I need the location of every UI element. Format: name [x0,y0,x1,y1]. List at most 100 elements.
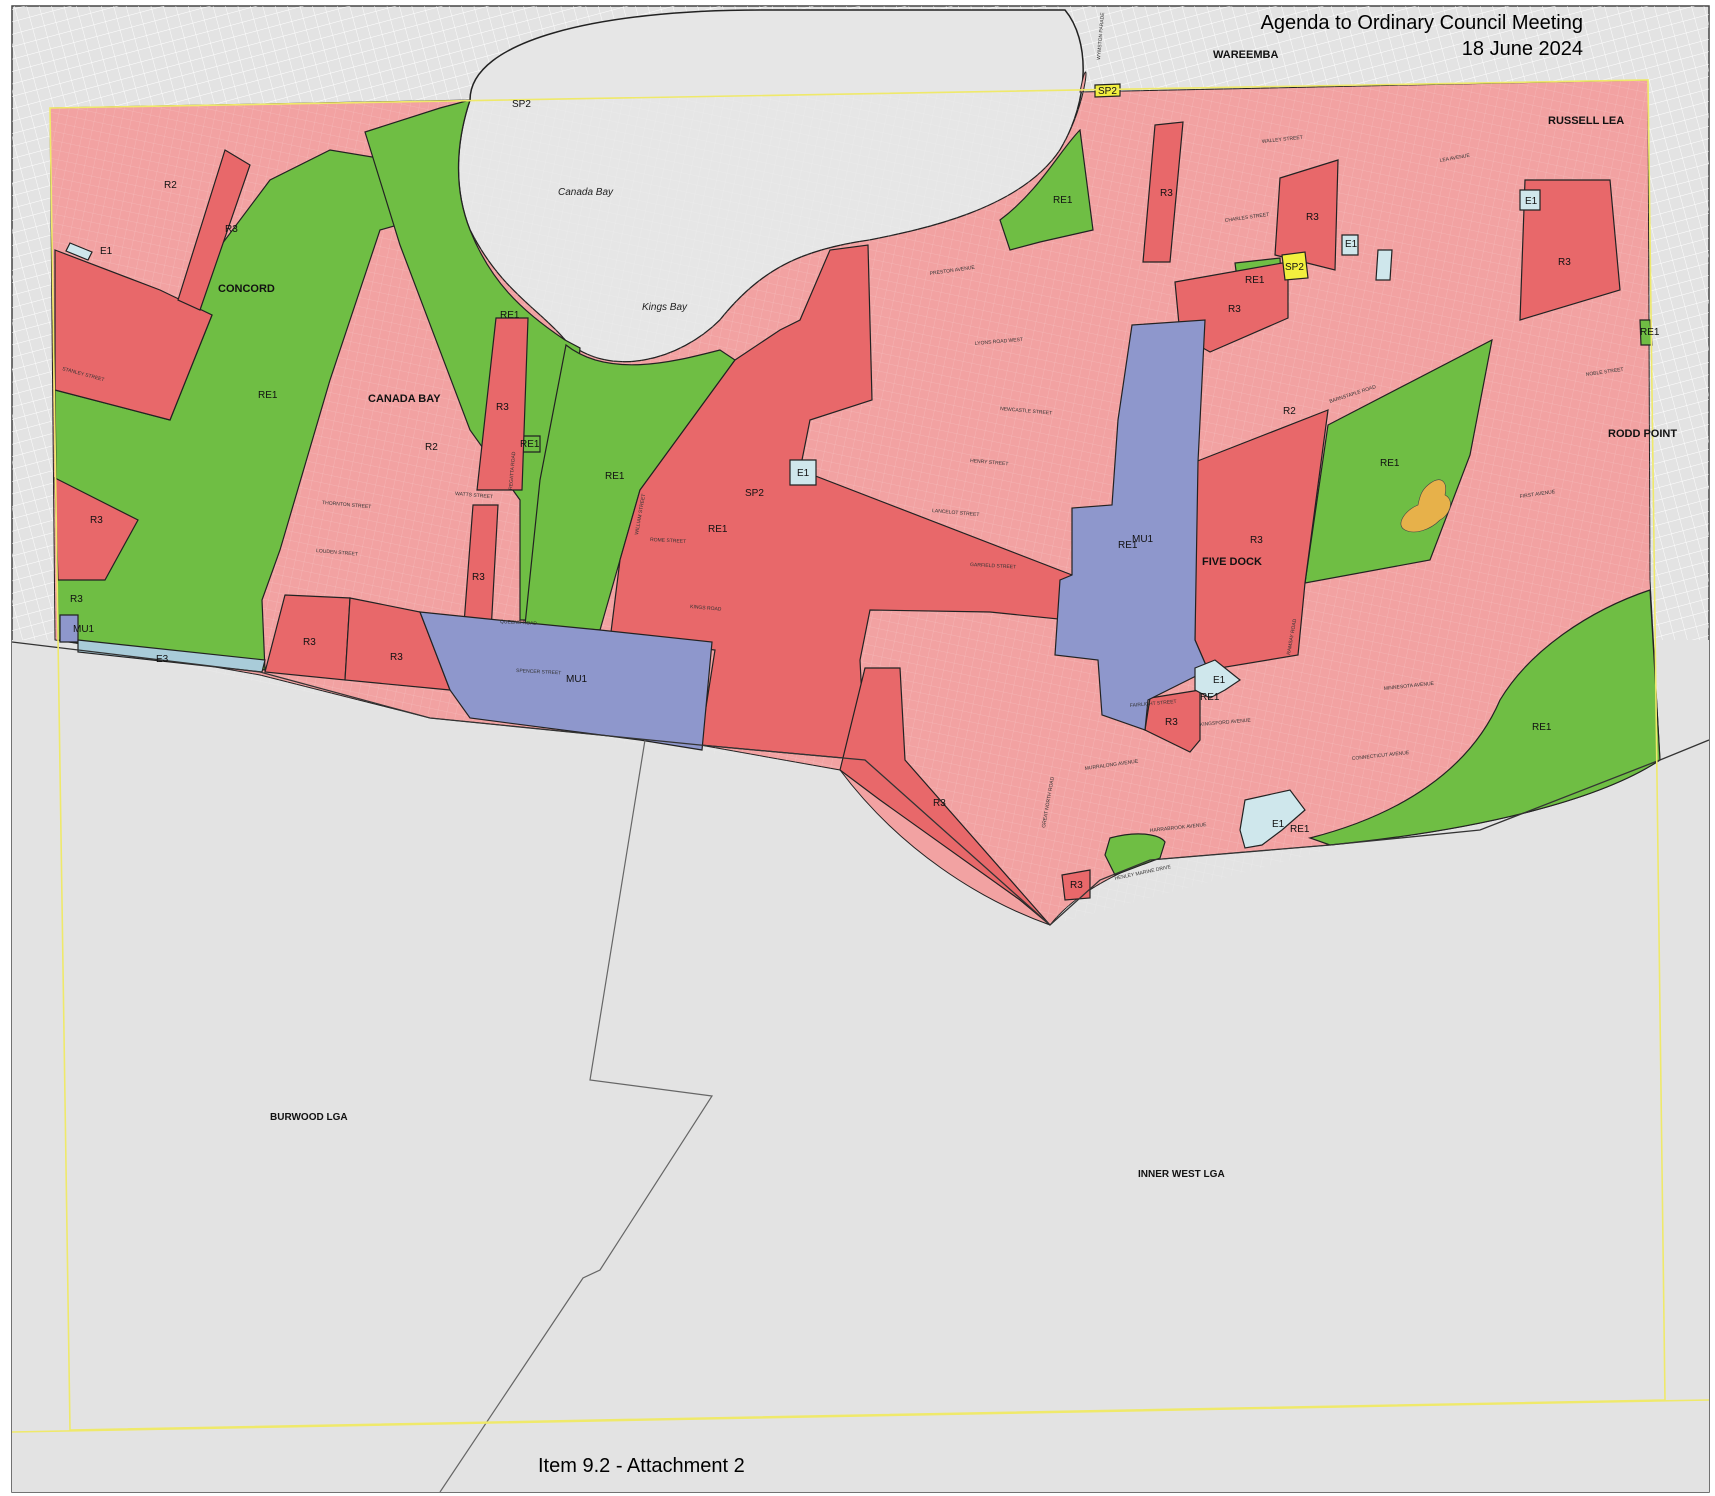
street-label: HARRABROOK AVENUE [1150,822,1208,834]
zone-label-r3: R3 [1306,212,1319,223]
street-label: FAIRLIGHT STREET [1130,699,1177,709]
street-label: MINNESOTA AVENUE [1384,681,1435,692]
zone-re1-timbrell-park [1307,589,1661,846]
zone-r3-wareemba-block [1274,159,1339,271]
zone-label-r3: R3 [933,798,946,809]
study-area-border [49,79,1666,1431]
zone-label-r3: R3 [225,224,238,235]
street-label: GARFIELD STREET [970,562,1016,570]
zone-label-mu1: MU1 [73,624,95,635]
street-label: FIRST AVENUE [1519,489,1556,500]
zone-label-mu1: MU1 [1132,534,1154,545]
street-label: LOUDEN STREET [316,548,358,558]
zone-label-r2: R2 [1283,406,1296,417]
zone-e1-henley [1239,789,1306,849]
street-label: THORNTON STREET [322,500,372,510]
zone-label-r3: R3 [303,637,316,648]
zone-label-sp2: SP2 [745,488,764,499]
street-label: REGATTA ROAD [508,451,517,490]
zone-label-re1: RE1 [1380,458,1400,469]
lga-boundary [439,739,714,1493]
zone-label-r3: R3 [1160,188,1173,199]
attachment-label: Item 9.2 - Attachment 2 [538,1455,745,1477]
zone-re1-wareemba-park [999,128,1094,251]
zone-label-sp2: SP2 [1285,262,1304,273]
zone-label-e1: E1 [1525,196,1538,207]
zone-r3-canada-bay-strip [476,317,529,491]
zone-label-mu1: MU1 [566,674,588,685]
street-label: NEWCASTLE STREET [1000,406,1053,417]
zone-label-r2: R2 [425,442,438,453]
vegetation-patch [1400,479,1451,533]
suburb-label-russell-lea: RUSSELL LEA [1548,115,1624,127]
zone-label-e1: E1 [1272,819,1285,830]
zone-e1-kings-bay [789,459,817,486]
street-label: NOBLE STREET [1585,367,1624,378]
zone-e1-concord-west [65,242,93,261]
zone-label-re1: RE1 [605,471,625,482]
zone-label-e3: E3 [156,654,169,665]
zone-label-re1: RE1 [520,439,540,450]
zone-sp2-wareemba [1281,251,1309,281]
zone-label-r3: R3 [390,652,403,663]
zone-label-e1: E1 [100,246,113,257]
street-label: LANCELOT STREET [932,508,980,518]
zone-label-r3: R3 [472,572,485,583]
zone-label-r3: R3 [1165,717,1178,728]
street-label: ROME STREET [650,537,686,545]
zone-label-r3: R3 [1558,257,1571,268]
zone-label-re1: RE1 [1290,824,1310,835]
zone-label-r2: R2 [164,180,177,191]
suburb-label-rodd-point: RODD POINT [1608,428,1677,440]
zone-re1-kings-bay-park [524,343,736,631]
street-label: QUEENS ROAD [500,619,538,627]
zone-r3-great-north-south [839,667,1051,926]
zone-mu1-concord [419,611,713,751]
street-label: KINGS ROAD [690,604,722,613]
street-label: HENRY STREET [970,458,1009,467]
zone-e1-fairlight [1194,659,1242,699]
zone-label-e1: E1 [1213,675,1226,686]
zone-label-re1: RE1 [258,390,278,401]
zone-r3-henley [1061,869,1091,901]
zone-label-r3: R3 [1228,304,1241,315]
zone-label-re1: RE1 [1532,722,1552,733]
southern-shore [11,641,1710,926]
zone-label-re1: RE1 [1053,195,1073,206]
street-label: WALLEY STREET [1262,135,1304,145]
zone-r3-concord-west [54,249,213,421]
suburb-label-wareemba: WAREEMBA [1213,49,1278,61]
street-label: LEA AVENUE [1439,153,1471,164]
zone-re1-cabarita [364,99,581,621]
zone-sp2-north [1094,83,1121,98]
zone-r3-concord-strip [177,149,251,311]
lga-label-burwood: BURWOOD LGA [270,1112,348,1123]
zone-label-re1: RE1 [500,310,520,321]
zone-e1-russell-lea [1519,189,1541,211]
street-label: SPENCER STREET [516,668,562,676]
suburb-label-canada-bay: CANADA BAY [368,393,441,405]
water-label-kings-bay: Kings Bay [642,302,688,313]
zone-label-re1: RE1 [1200,692,1220,703]
zone-label-r3: R3 [496,402,509,413]
street-label: WYMSTON PARADE [1096,12,1106,61]
zone-label-r3: R3 [70,594,83,605]
water-label-canada-bay: Canada Bay [558,187,614,198]
zone-label-sp2: SP2 [1098,86,1117,97]
zone-e1-wareemba-a [1341,234,1359,256]
zone-r3-wareemba-strip [1142,121,1184,263]
zone-label-r3: R3 [1070,880,1083,891]
agenda-title: Agenda to Ordinary Council Meeting [1260,12,1583,34]
study-area-lower-edge [11,1399,1710,1433]
zone-label-e1: E1 [797,468,810,479]
zone-label-e1: E1 [1345,239,1358,250]
zone-label-re1: RE1 [1245,275,1265,286]
zone-label-r3: R3 [90,515,103,526]
suburb-label-five-dock: FIVE DOCK [1202,556,1262,568]
zone-label-re1: RE1 [708,524,728,535]
meeting-date: 18 June 2024 [1461,38,1583,60]
zone-e1-wareemba-b [1375,249,1393,281]
street-label: WATTS STREET [455,491,493,500]
street-label: LYONS ROAD WEST [975,337,1024,347]
zone-label-re1: RE1 [1640,327,1660,338]
